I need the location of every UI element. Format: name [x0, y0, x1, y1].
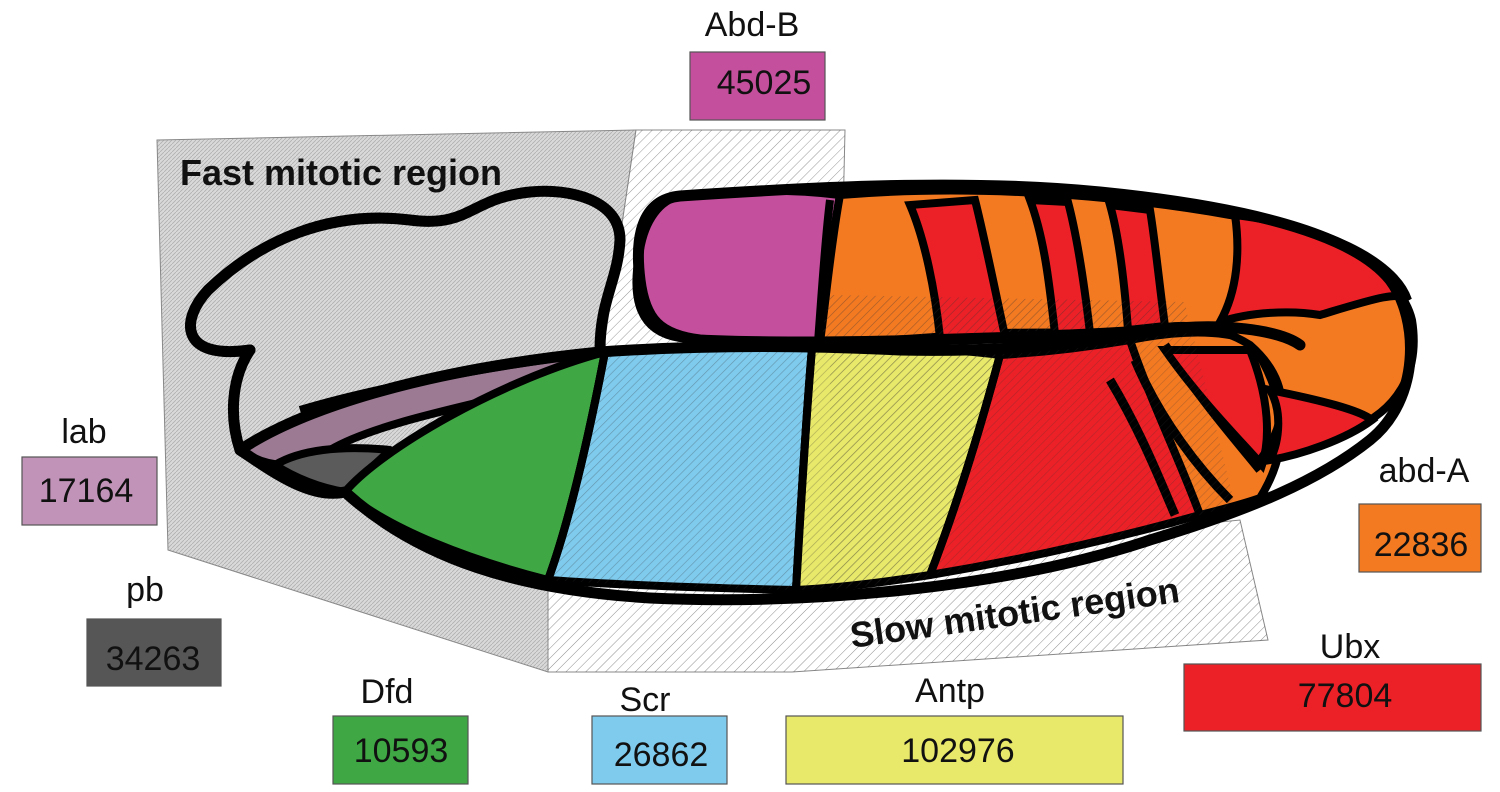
scr-name: Scr	[620, 681, 671, 719]
abdB-box	[689, 51, 826, 121]
abdA-name: abd-A	[1379, 452, 1470, 490]
ubx-count: 77804	[1298, 677, 1393, 715]
scr-count: 26862	[614, 736, 709, 774]
dfd-name: Dfd	[361, 673, 414, 711]
antp-name: Antp	[915, 672, 985, 710]
dfd-box	[332, 715, 469, 785]
lab-count: 17164	[39, 472, 134, 510]
abdA-box	[1358, 503, 1482, 573]
segment-boundary-lines	[544, 199, 1004, 591]
head-inner-line	[298, 348, 601, 414]
ubx-box	[1183, 663, 1482, 732]
ubx-name: Ubx	[1320, 628, 1380, 666]
scr-box	[591, 715, 728, 785]
fast-mitotic-label: Fast mitotic region	[180, 152, 502, 193]
abdA-count: 22836	[1374, 526, 1469, 564]
scr-domain-hatch	[548, 346, 812, 590]
lab-box	[21, 456, 158, 526]
dfd-count: 10593	[354, 732, 449, 770]
embryo-outline	[228, 179, 1416, 606]
pb-name: pb	[126, 571, 164, 609]
pb-box	[86, 618, 222, 687]
trunk-hatch	[830, 295, 1235, 590]
pb-count: 34263	[106, 640, 201, 678]
head-outline	[185, 185, 626, 357]
abdB-count: 45025	[717, 64, 812, 102]
abdB-name: Abd-B	[705, 6, 800, 44]
antp-count: 102976	[901, 732, 1014, 770]
abdB-domain	[632, 186, 844, 346]
lab-name: lab	[61, 413, 106, 451]
antp-box	[785, 715, 1124, 785]
